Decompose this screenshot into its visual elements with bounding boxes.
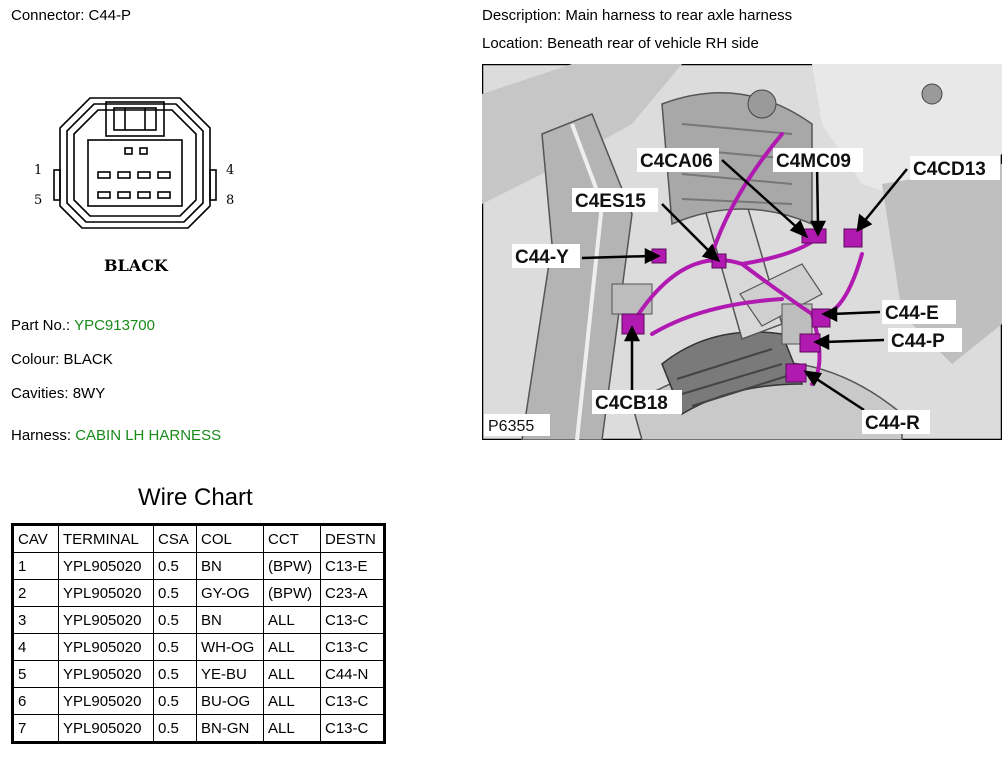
cell-cav: 4 (12, 633, 59, 661)
cell-cct: (BPW) (263, 579, 321, 607)
header-destn: DESTN (320, 524, 385, 553)
colour-line: Colour: BLACK (11, 351, 113, 368)
cell-cct: (BPW) (263, 552, 321, 580)
cell-col: BN (196, 552, 264, 580)
cell-cct: ALL (263, 687, 321, 715)
location-label: Location: (482, 35, 543, 52)
cell-destn: C23-A (320, 579, 385, 607)
callout-c44-r: C44-R (865, 413, 920, 434)
cell-cct: ALL (263, 633, 321, 661)
callout-c4cd13: C4CD13 (913, 159, 986, 180)
cell-col: BN-GN (196, 714, 264, 743)
cell-cav: 5 (12, 660, 59, 688)
callout-c4es15: C4ES15 (575, 191, 646, 212)
diagram-colour-label: BLACK (104, 256, 169, 275)
location-photo: C4CA06 C4MC09 C4CD13 C4ES15 C44-Y C44-E … (482, 64, 1002, 440)
pin-label-1: 1 (34, 163, 42, 178)
wire-chart-header-row: CAV TERMINAL CSA COL CCT DESTN (12, 524, 385, 553)
harness-label: Harness: (11, 427, 72, 444)
location-value: Beneath rear of vehicle RH side (547, 35, 759, 52)
location-line: Location: Beneath rear of vehicle RH sid… (482, 35, 759, 52)
cell-col: BU-OG (196, 687, 264, 715)
cell-terminal: YPL905020 (58, 687, 154, 715)
cell-csa: 0.5 (153, 579, 197, 607)
cell-col: GY-OG (196, 579, 264, 607)
cell-destn: C13-C (320, 606, 385, 634)
header-csa: CSA (153, 524, 197, 553)
cell-terminal: YPL905020 (58, 660, 154, 688)
pin-label-4: 4 (226, 163, 234, 178)
description-line: Description: Main harness to rear axle h… (482, 7, 792, 24)
callout-c4cb18: C4CB18 (595, 393, 668, 414)
connector-heading: Connector: C44-P (11, 7, 131, 24)
connector-label: Connector: (11, 7, 85, 24)
table-row: 2 YPL905020 0.5 GY-OG (BPW) C23-A (12, 579, 385, 607)
pin-label-5: 5 (34, 193, 42, 208)
header-cct: CCT (263, 524, 321, 553)
part-number-value: YPC913700 (74, 317, 155, 334)
cell-col: WH-OG (196, 633, 264, 661)
part-number-label: Part No.: (11, 317, 71, 334)
vehicle-underbody-illustration: C4CA06 C4MC09 C4CD13 C4ES15 C44-Y C44-E … (482, 64, 1002, 440)
part-number-line: Part No.: YPC913700 (11, 317, 155, 334)
cell-csa: 0.5 (153, 714, 197, 743)
callout-c44-y: C44-Y (515, 247, 569, 268)
connector-outline-icon: 1 4 5 8 BLACK (34, 97, 234, 275)
cell-destn: C13-C (320, 714, 385, 743)
harness-value: CABIN LH HARNESS (75, 427, 222, 444)
cell-cct: ALL (263, 714, 321, 743)
wire-chart-title: Wire Chart (138, 484, 253, 511)
cell-csa: 0.5 (153, 633, 197, 661)
cavities-line: Cavities: 8WY (11, 385, 105, 402)
description-label: Description: (482, 7, 562, 24)
callout-c44-e: C44-E (885, 303, 939, 324)
table-row: 7 YPL905020 0.5 BN-GN ALL C13-C (12, 714, 385, 743)
colour-value: BLACK (63, 351, 113, 368)
cell-cav: 3 (12, 606, 59, 634)
cell-csa: 0.5 (153, 660, 197, 688)
photo-id-label: P6355 (488, 418, 534, 435)
connector-face-diagram: 1 4 5 8 BLACK (30, 88, 250, 283)
harness-line: Harness: CABIN LH HARNESS (11, 427, 221, 444)
cell-terminal: YPL905020 (58, 606, 154, 634)
cavities-value: 8WY (72, 385, 106, 402)
cell-terminal: YPL905020 (58, 579, 154, 607)
pin-label-8: 8 (226, 193, 234, 208)
cell-terminal: YPL905020 (58, 633, 154, 661)
cell-cct: ALL (263, 660, 321, 688)
cell-terminal: YPL905020 (58, 552, 154, 580)
cell-cav: 7 (12, 714, 59, 743)
cell-destn: C13-E (320, 552, 385, 580)
table-row: 1 YPL905020 0.5 BN (BPW) C13-E (12, 552, 385, 580)
callout-c44-p: C44-P (891, 331, 945, 352)
connector-value: C44-P (88, 7, 132, 24)
description-value: Main harness to rear axle harness (565, 7, 793, 24)
table-row: 4 YPL905020 0.5 WH-OG ALL C13-C (12, 633, 385, 661)
cell-csa: 0.5 (153, 687, 197, 715)
cell-cav: 6 (12, 687, 59, 715)
cell-col: YE-BU (196, 660, 264, 688)
callout-c4mc09: C4MC09 (776, 151, 851, 172)
cell-cav: 2 (12, 579, 59, 607)
cell-destn: C44-N (320, 660, 385, 688)
wire-chart-table: CAV TERMINAL CSA COL CCT DESTN 1 YPL9050… (11, 523, 386, 744)
cell-csa: 0.5 (153, 552, 197, 580)
table-row: 3 YPL905020 0.5 BN ALL C13-C (12, 606, 385, 634)
cell-cct: ALL (263, 606, 321, 634)
cell-destn: C13-C (320, 633, 385, 661)
cell-col: BN (196, 606, 264, 634)
cavities-label: Cavities: (11, 385, 69, 402)
header-cav: CAV (12, 524, 59, 553)
colour-label: Colour: (11, 351, 60, 368)
cell-terminal: YPL905020 (58, 714, 154, 743)
cell-destn: C13-C (320, 687, 385, 715)
cell-cav: 1 (12, 552, 59, 580)
cell-csa: 0.5 (153, 606, 197, 634)
table-row: 5 YPL905020 0.5 YE-BU ALL C44-N (12, 660, 385, 688)
header-terminal: TERMINAL (58, 524, 154, 553)
table-row: 6 YPL905020 0.5 BU-OG ALL C13-C (12, 687, 385, 715)
callout-c4ca06: C4CA06 (640, 151, 713, 172)
header-col: COL (196, 524, 264, 553)
